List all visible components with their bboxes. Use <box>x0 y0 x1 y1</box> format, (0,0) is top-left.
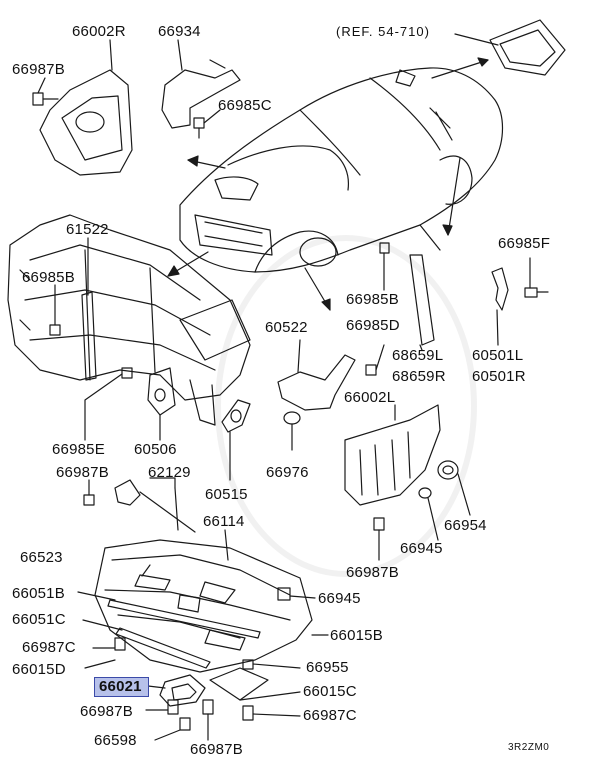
watermark-emblem <box>215 235 477 577</box>
label-66114: 66114 <box>203 513 245 530</box>
label-66987B-mid: 66987B <box>56 464 109 481</box>
label-66954: 66954 <box>444 517 487 534</box>
label-60522: 60522 <box>265 319 308 336</box>
label-66987B-right: 66987B <box>346 564 399 581</box>
bracket-60522 <box>277 339 356 411</box>
label-60515: 60515 <box>205 486 248 503</box>
label-61522: 61522 <box>66 221 109 238</box>
label-66021-highlighted[interactable]: 66021 <box>94 677 149 697</box>
label-66955: 66955 <box>306 659 349 676</box>
label-66987C-left: 66987C <box>22 639 76 656</box>
strip-66051C <box>115 627 211 669</box>
bolt-66987B-bottom2 <box>202 699 214 741</box>
bolt-66987B-top <box>32 77 59 106</box>
label-66945-right: 66945 <box>400 540 443 557</box>
clip-66976 <box>283 411 301 451</box>
label-62129: 62129 <box>148 464 191 481</box>
bracket-60501 <box>491 267 509 346</box>
ref-panel <box>454 19 566 76</box>
bolt-66598 <box>154 717 191 741</box>
bolt-66987C-left <box>92 637 126 651</box>
radiator-support <box>7 214 251 426</box>
gasket-66021 <box>159 674 206 707</box>
car-arrows <box>167 57 489 311</box>
linkage-62129 <box>114 477 196 533</box>
label-60501R: 60501R <box>472 368 526 385</box>
label-66985C: 66985C <box>218 97 272 114</box>
label-ref-54-710: (REF. 54-710) <box>336 24 430 39</box>
label-68659L: 68659L <box>392 347 444 364</box>
label-66015C: 66015C <box>303 683 357 700</box>
shield-66002L <box>344 404 441 506</box>
label-66002R: 66002R <box>72 23 126 40</box>
label-66985F: 66985F <box>498 235 551 252</box>
clip-66955 <box>242 659 301 670</box>
bracket-66002R <box>39 39 133 176</box>
label-66523: 66523 <box>20 549 63 566</box>
bolt-66985D <box>365 344 385 376</box>
label-66976: 66976 <box>266 464 309 481</box>
label-66985D: 66985D <box>346 317 400 334</box>
bolt-66985F <box>524 257 549 298</box>
label-66987B-bottom1: 66987B <box>80 703 133 720</box>
label-66985E: 66985E <box>52 441 105 458</box>
label-60506: 60506 <box>134 441 177 458</box>
leader-lines <box>77 529 329 689</box>
label-66015B: 66015B <box>330 627 383 644</box>
strip-61522 <box>81 237 97 381</box>
label-66598: 66598 <box>94 732 137 749</box>
under-cover <box>94 539 313 673</box>
label-66987B-top: 66987B <box>12 61 65 78</box>
label-66985B-left: 66985B <box>22 269 75 286</box>
label-66051C: 66051C <box>12 611 66 628</box>
bolt-66985B-right <box>379 242 390 291</box>
label-66051B: 66051B <box>12 585 65 602</box>
label-66987C-right: 66987C <box>303 707 357 724</box>
bolt-66985E <box>84 367 133 441</box>
diagram-code: 3R2ZM0 <box>508 742 550 753</box>
bolt-66985B-left <box>49 284 61 336</box>
label-66002L: 66002L <box>344 389 396 406</box>
bolt-66987B-right <box>373 517 385 561</box>
plate-66015C <box>209 667 301 701</box>
gasket-60515 <box>221 399 251 481</box>
strip-68659 <box>409 254 435 351</box>
label-66985B-right: 66985B <box>346 291 399 308</box>
bracket-60506 <box>147 367 176 441</box>
bolt-66987C-right <box>242 705 301 721</box>
grommet-66954 <box>437 460 471 516</box>
bolt-66985C <box>193 109 221 139</box>
strip-66051B <box>107 599 261 639</box>
label-66934: 66934 <box>158 23 201 40</box>
bolt-66987B-bottom1 <box>145 699 179 715</box>
label-66987B-bottom2: 66987B <box>190 741 243 758</box>
label-60501L: 60501L <box>472 347 524 364</box>
clip-66945-bottom <box>277 587 316 601</box>
bolt-66987B-mid <box>83 479 95 506</box>
label-68659R: 68659R <box>392 368 446 385</box>
label-66015D: 66015D <box>12 661 66 678</box>
label-66945-bottom: 66945 <box>318 590 361 607</box>
clip-66945-right <box>418 487 439 541</box>
bracket-66934 <box>161 39 241 129</box>
car-body-outline <box>179 67 504 273</box>
